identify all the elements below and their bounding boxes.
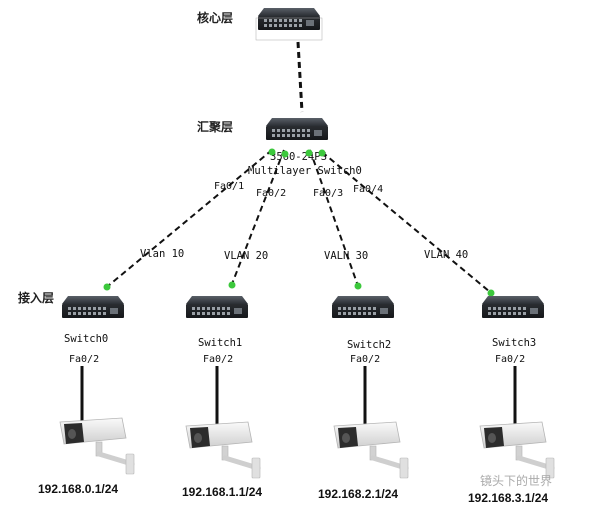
multilayer-switch[interactable]	[266, 118, 328, 140]
link-switch3	[321, 151, 491, 293]
vlan-label-10: Vlan 10	[140, 248, 184, 260]
vlan-label-20: VLAN 20	[224, 250, 268, 262]
access-switch-0[interactable]	[62, 296, 124, 318]
link-dot	[268, 148, 276, 156]
switch1-name: Switch1	[198, 337, 242, 349]
switch3-name: Switch3	[492, 337, 536, 349]
access-switch-3[interactable]	[482, 296, 544, 318]
link-dot	[487, 289, 495, 297]
access-switch-1[interactable]	[186, 296, 248, 318]
agg-port-4: Fa0/4	[353, 184, 383, 195]
access-switch-2[interactable]	[332, 296, 394, 318]
ip-label-0: 192.168.0.1/24	[38, 482, 118, 496]
switch0-name: Switch0	[64, 333, 108, 345]
link-dot	[228, 281, 236, 289]
ip-label-2: 192.168.2.1/24	[318, 487, 398, 501]
watermark: 镜头下的世界	[480, 473, 552, 488]
vlan-label-30: VALN 30	[324, 250, 368, 262]
agg-port-3: Fa0/3	[313, 188, 343, 199]
ip-label-3: 192.168.3.1/24	[468, 491, 548, 505]
switch2-name: Switch2	[347, 339, 391, 351]
multilayer-switch-model: 3560-24PS	[270, 151, 327, 163]
switch2-port: Fa0/2	[350, 354, 380, 365]
link-dot	[305, 149, 313, 157]
core-switch[interactable]	[258, 8, 320, 30]
core-layer-label: 核心层	[197, 10, 233, 25]
link-switch1	[231, 149, 285, 285]
link-dot	[103, 283, 111, 291]
ip-label-1: 192.168.1.1/24	[182, 485, 262, 499]
aggregation-layer-label: 汇聚层	[197, 120, 233, 134]
link-dot	[318, 149, 326, 157]
core-switch-frame	[255, 17, 323, 41]
switch3-port: Fa0/2	[495, 354, 525, 365]
access-layer-label: 接入层	[18, 290, 54, 305]
core-uplink	[296, 41, 304, 113]
link-switch0	[107, 149, 273, 287]
switch1-port: Fa0/2	[203, 354, 233, 365]
switch0-port: Fa0/2	[69, 354, 99, 365]
vlan-label-40: VLAN 40	[424, 249, 468, 261]
agg-port-2: Fa0/2	[256, 188, 286, 199]
camera-icon	[480, 422, 554, 478]
camera-icon	[60, 418, 134, 474]
camera-icon	[334, 422, 408, 478]
camera-icon	[186, 422, 260, 478]
link-dot	[354, 282, 362, 290]
agg-port-1: Fa0/1	[214, 181, 244, 192]
multilayer-switch-name: Multilayer Switch0	[248, 165, 362, 177]
link-switch2	[309, 149, 359, 287]
link-dot	[281, 150, 289, 158]
